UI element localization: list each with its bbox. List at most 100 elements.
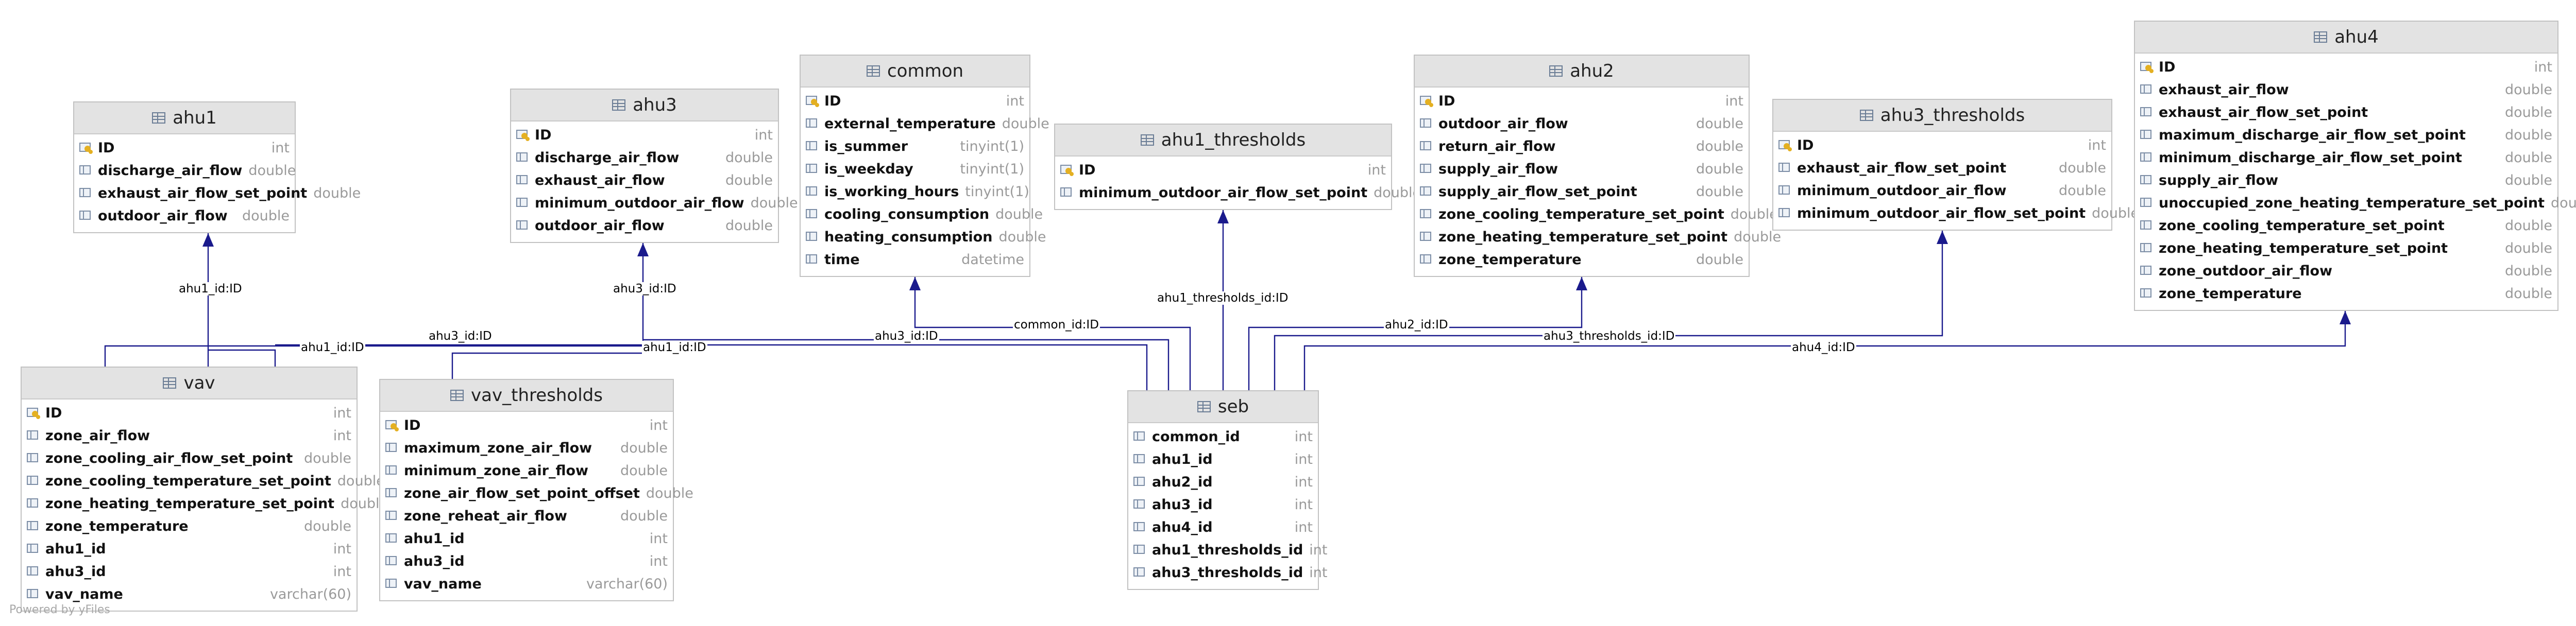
- column-type: int: [1309, 542, 1328, 558]
- column-type: int: [1294, 428, 1313, 445]
- column-icon: [515, 174, 531, 186]
- column-name: time: [824, 251, 860, 268]
- edge-label: ahu3_thresholds_id:ID: [1543, 329, 1676, 343]
- table-header[interactable]: ahu1_thresholds: [1055, 125, 1391, 156]
- table-header[interactable]: ahu2: [1415, 56, 1749, 88]
- table-header[interactable]: vav_thresholds: [380, 380, 673, 412]
- table-header[interactable]: ahu1: [74, 102, 295, 134]
- table-header[interactable]: ahu3: [511, 90, 778, 121]
- column-name: ahu1_id: [404, 530, 465, 547]
- column-icon: [2139, 174, 2155, 186]
- table-header[interactable]: vav: [22, 368, 357, 399]
- table-header[interactable]: ahu3_thresholds: [1773, 100, 2111, 132]
- column-name: ahu3_thresholds_id: [1152, 564, 1303, 581]
- column-icon: [384, 464, 400, 477]
- column-icon: [1419, 117, 1434, 130]
- column-row[interactable]: unoccupied_zone_heating_temperature_set_…: [2135, 192, 2576, 214]
- table-header[interactable]: ahu4: [2135, 22, 2557, 54]
- edge-label: ahu1_id:ID: [642, 341, 707, 354]
- column-name: discharge_air_flow: [535, 149, 680, 166]
- table-header[interactable]: seb: [1128, 391, 1318, 423]
- column-name: zone_temperature: [2159, 285, 2302, 302]
- edge-arrow-seb-ahu2: [1576, 277, 1587, 290]
- table-header[interactable]: common: [801, 56, 1029, 88]
